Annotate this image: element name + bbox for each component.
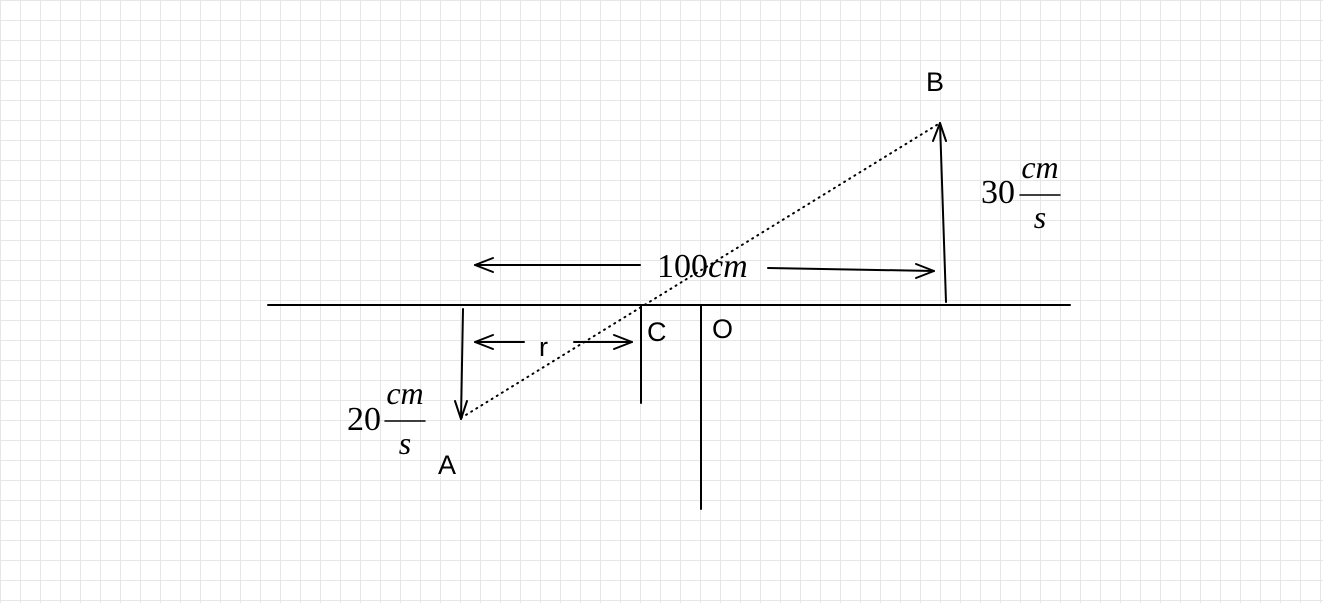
distance-label: 100cm <box>657 248 748 285</box>
velocity-arrow-b <box>939 122 947 303</box>
distance-arrowhead-left <box>474 257 494 273</box>
velocity-arrow-a <box>460 308 464 420</box>
distance-arrow-right <box>767 267 935 272</box>
point-label-b: B <box>926 67 944 97</box>
point-label-c: C <box>647 317 667 347</box>
velocity-a-number: 20 <box>347 401 381 438</box>
point-label-a: A <box>438 450 456 480</box>
velocity-b-denominator: s <box>1034 199 1046 235</box>
point-label-o: O <box>712 314 733 344</box>
radius-arrowhead-right <box>613 334 633 350</box>
velocity-arrowhead-a <box>454 400 468 420</box>
velocity-a-denominator: s <box>399 425 411 461</box>
dotted-line-ab <box>460 122 941 419</box>
velocity-b-numerator: cm <box>1021 149 1058 185</box>
radius-arrowhead-left <box>474 334 494 350</box>
velocity-b-number: 30 <box>981 174 1015 211</box>
distance-arrowhead-right <box>915 263 935 279</box>
velocity-arrowhead-b <box>932 122 947 142</box>
distance-number: 100 <box>657 248 708 285</box>
velocity-a-numerator: cm <box>386 375 423 411</box>
distance-unit: cm <box>708 248 748 285</box>
radius-label: r <box>539 332 548 362</box>
